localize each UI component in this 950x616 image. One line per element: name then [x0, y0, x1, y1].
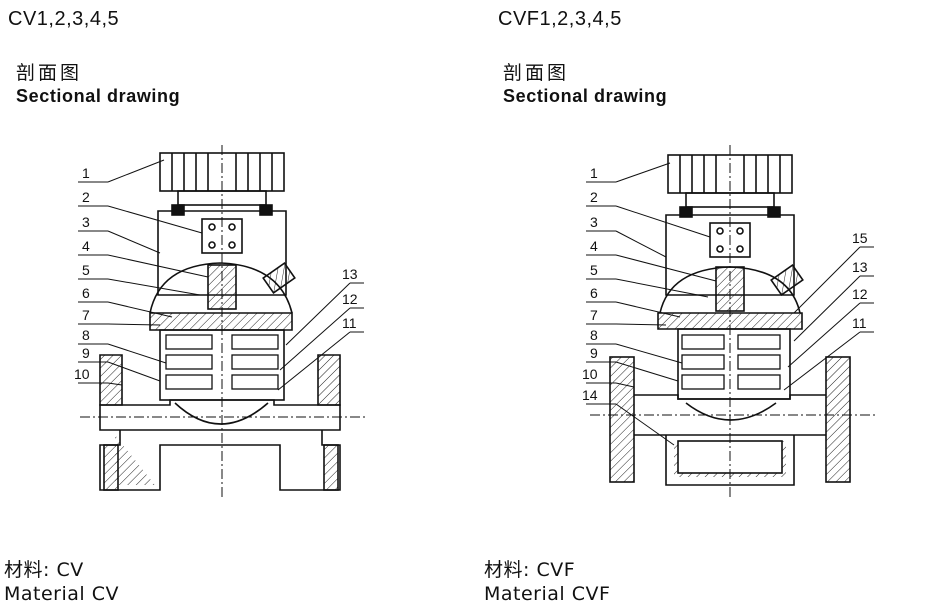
motor-stool: [157, 210, 287, 296]
part-label: 4: [590, 238, 598, 254]
right-sectional-drawing: 1 2 3 4 5 6 7 8 9 10 14 15 13 12 11: [582, 145, 875, 497]
part-label: 13: [852, 259, 868, 275]
part-label: 8: [590, 327, 598, 343]
right-material-en: Material CVF: [484, 583, 611, 605]
part-label: 11: [852, 315, 867, 331]
right-material-cn: 材料: CVF: [484, 559, 576, 581]
part-label: 5: [82, 262, 90, 278]
part-label: 9: [82, 345, 90, 361]
part-label: 12: [852, 286, 868, 302]
mechanical-seal: [207, 264, 237, 310]
part-label: 12: [342, 291, 358, 307]
left-model-title: CV1,2,3,4,5: [8, 8, 120, 30]
part-label: 9: [590, 345, 598, 361]
left-title-cn: 剖面图: [16, 62, 83, 84]
right-model-title: CVF1,2,3,4,5: [498, 8, 622, 30]
left-title-en: Sectional drawing: [16, 86, 181, 106]
left-material-en: Material CV: [4, 583, 119, 605]
part-label: 6: [590, 285, 598, 301]
left-sectional-drawing: 1 2 3 4 5 6 7 8 9 10 13 12 11: [74, 145, 365, 497]
part-label: 11: [342, 315, 357, 331]
part-label: 6: [82, 285, 90, 301]
part-label: 13: [342, 266, 358, 282]
part-label: 14: [582, 387, 598, 403]
part-label: 10: [582, 366, 598, 382]
part-label: 2: [590, 189, 598, 205]
part-label: 3: [82, 214, 90, 230]
right-title-cn: 剖面图: [503, 62, 570, 84]
part-label: 7: [82, 307, 90, 323]
part-label: 1: [82, 165, 90, 181]
part-label: 1: [590, 165, 598, 181]
part-label: 10: [74, 366, 90, 382]
part-label: 7: [590, 307, 598, 323]
part-label: 5: [590, 262, 598, 278]
part-label: 15: [852, 230, 868, 246]
right-title-en: Sectional drawing: [503, 86, 668, 106]
left-material-cn: 材料: CV: [4, 559, 84, 581]
part-label: 2: [82, 189, 90, 205]
part-label: 8: [82, 327, 90, 343]
part-label: 4: [82, 238, 90, 254]
part-label: 3: [590, 214, 598, 230]
